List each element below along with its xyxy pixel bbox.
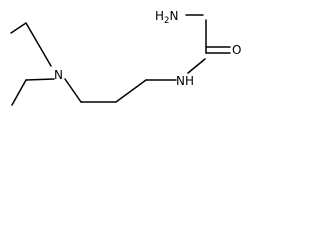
amine-h: H [155,9,164,23]
chemical-structure: H2N O NH N [10,9,241,106]
bond-c2-c3 [115,79,147,103]
amide-nitrogen-label: NH [176,74,194,88]
carbonyl-oxygen-label: O [232,43,241,57]
bond-nh-carbonyl [187,58,206,74]
bond-ethyl1-ch3 [10,22,27,34]
bond-ethyl2-ch3 [11,79,27,106]
amine-h-count: 2 [164,16,169,26]
bond-ethyl2-ch2 [25,78,55,81]
amide-n: N [176,74,185,88]
tertiary-nitrogen-label: N [54,68,63,82]
amide-h: H [185,74,194,88]
bond-ethyl1-ch2 [25,22,52,67]
amine-n: N [169,9,178,23]
amine-label: H2N [155,9,178,26]
bond-n-c1 [64,78,82,103]
